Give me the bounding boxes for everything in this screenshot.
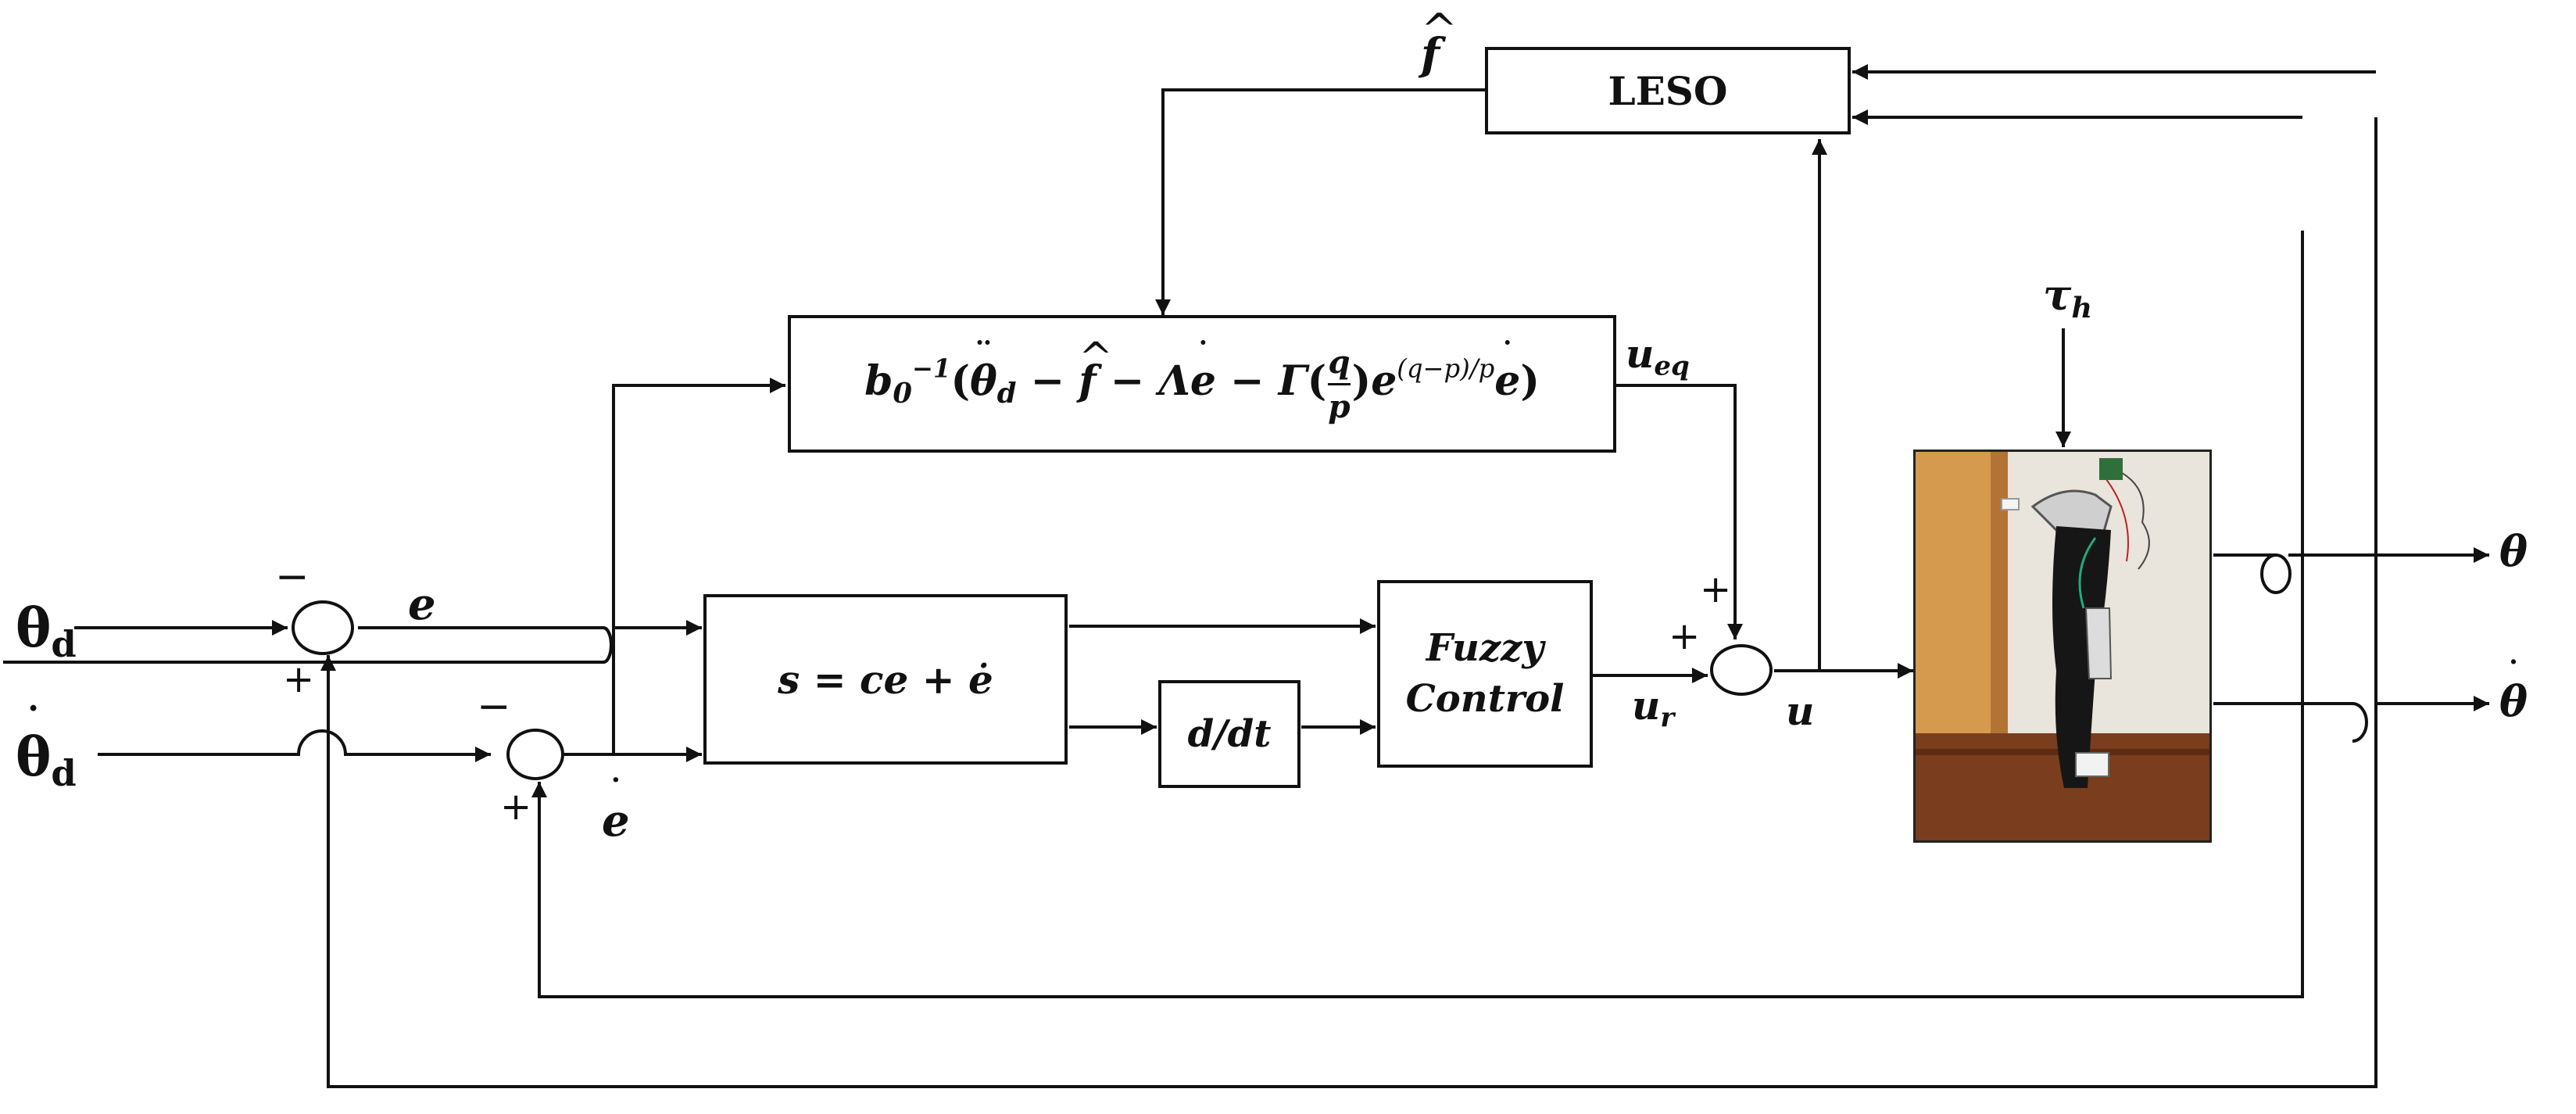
lambda-symbol: Λ [1158, 356, 1190, 405]
summing-junction-2 [506, 729, 564, 780]
theta-d-dot-label: ˙θd [16, 697, 77, 794]
fuzzy-control-block: Fuzzy Control [1377, 580, 1593, 768]
wire-theta-out [2213, 555, 2489, 595]
e-dot-term: ˙e [1494, 334, 1521, 405]
wire-e-dot-up [612, 378, 785, 754]
open-paren: ( [950, 356, 971, 405]
theta-d-label: θd [16, 597, 77, 665]
e-dot-label: ˙e [602, 771, 630, 847]
fuzzy-label: Fuzzy [1426, 626, 1544, 671]
wire-feedback-outer [531, 231, 2304, 998]
wire-e-main [358, 628, 702, 664]
control-label: Control [1405, 677, 1565, 721]
minus-sign-junction-2: − [477, 683, 511, 730]
derivative-block: d/dt [1158, 680, 1301, 788]
b-symbol: b [864, 356, 893, 405]
u-eq-label: ueq [1626, 331, 1690, 382]
e-label: e [408, 578, 436, 630]
summing-junction-3 [1710, 644, 1773, 696]
b-superscript: −1 [912, 353, 951, 383]
summing-junction-1 [292, 600, 354, 655]
theta-output-label: θ [2499, 526, 2528, 576]
exp-superscript: (q−p)/p [1397, 353, 1495, 383]
minus-sign: − [1096, 356, 1159, 405]
tau-h-label: τh [2043, 270, 2093, 325]
theta-subscript: d [996, 377, 1017, 410]
f-hat-label: ^f [1421, 5, 1458, 81]
f-hat-term: ^f [1079, 334, 1113, 405]
sliding-surface-block: s = ce + ė [703, 594, 1068, 765]
close-paren: ) [1351, 356, 1372, 405]
open-paren: ( [1307, 356, 1327, 405]
exp-base: e [1371, 356, 1397, 405]
plus-sign-junction-2: + [500, 785, 532, 829]
exoskeleton-illustration [1916, 452, 2209, 840]
wire-theta-d-dot [98, 729, 491, 762]
b-subscript: 0 [893, 377, 913, 410]
exoskeleton-photo [1913, 450, 2212, 843]
e-dot-term: ˙e [1190, 334, 1216, 405]
minus-sign: − [1016, 356, 1079, 405]
theta-d-ddot: ¨θ [970, 334, 997, 405]
plus-sign-junction-3-left: + [1669, 614, 1701, 658]
plus-sign-junction-1: + [283, 657, 315, 701]
wire-leso-fhat [1155, 88, 1485, 315]
wire-theta-dot-out [2213, 704, 2489, 743]
minus-sign: − [1215, 356, 1279, 405]
wire-feedback-inner [320, 117, 2377, 1088]
leso-block: LESO [1485, 47, 1851, 134]
theta-dot-output-label: ˙θ [2499, 653, 2528, 726]
plus-sign-junction-3-top: + [1700, 568, 1732, 611]
leso-label: LESO [1608, 67, 1728, 114]
minus-sign-junction-1: − [275, 553, 309, 600]
close-paren: ) [1520, 356, 1540, 405]
derivative-label: d/dt [1187, 712, 1272, 756]
sliding-surface-label: s = ce + ė [778, 656, 993, 703]
u-label: u [1786, 688, 1815, 734]
gamma-symbol: Γ [1278, 356, 1308, 405]
wire-ueq [1616, 384, 1743, 639]
u-r-label: ur [1632, 682, 1675, 734]
